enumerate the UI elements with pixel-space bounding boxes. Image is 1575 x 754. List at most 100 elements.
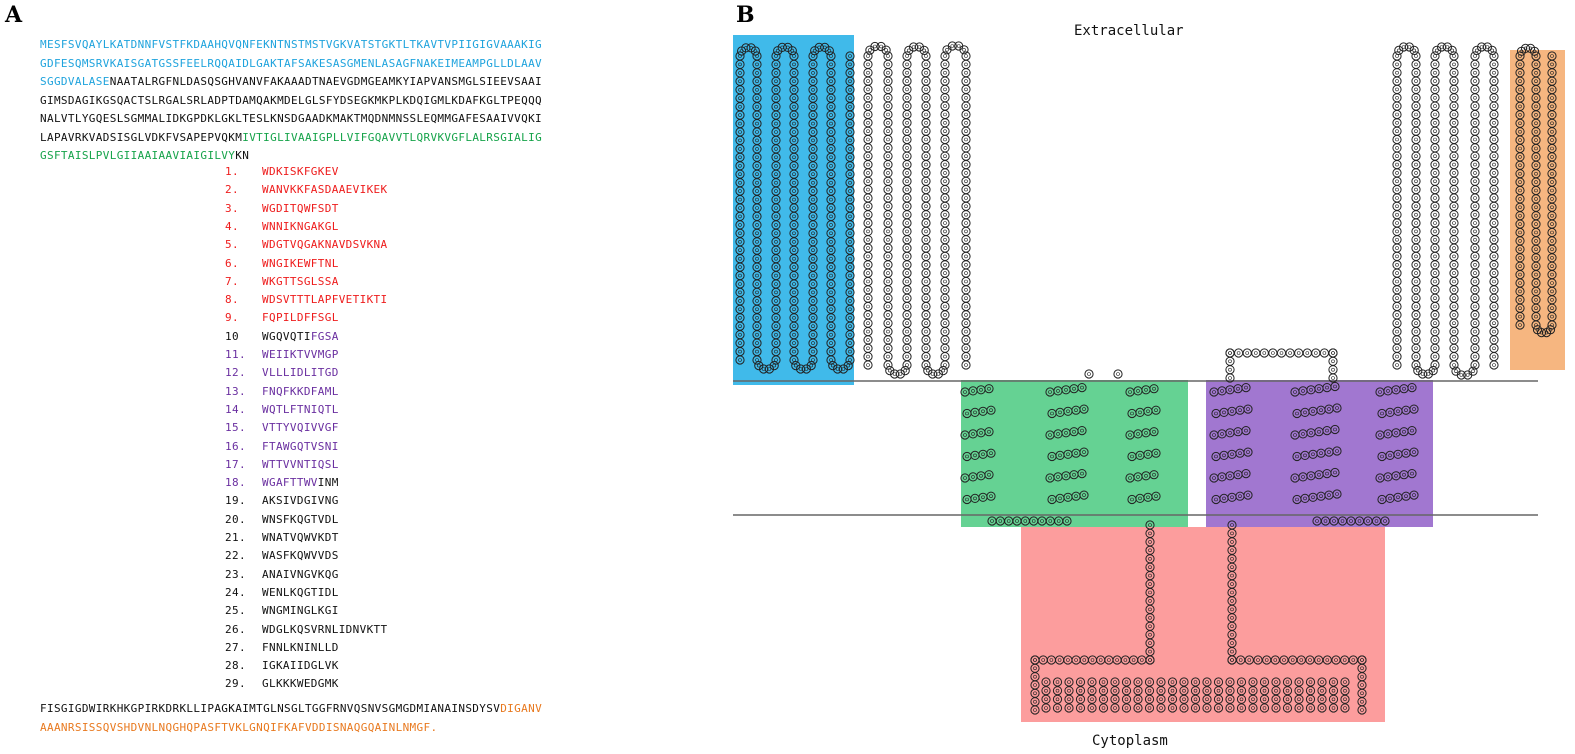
peptide-segment: WNNIKNGAKGL: [262, 219, 339, 233]
residue-bead-core: [1452, 137, 1456, 142]
peptide-sequence: VLLLIDLITGD: [262, 364, 339, 382]
residue-bead: [1121, 703, 1132, 713]
residue-bead: [940, 143, 950, 153]
residue-bead: [863, 59, 873, 70]
residue-bead-core: [1124, 706, 1129, 710]
residue-bead-core: [1414, 271, 1418, 275]
residue-bead-core: [1113, 706, 1117, 710]
residue-bead: [1225, 703, 1235, 713]
residue-bead: [1302, 348, 1312, 358]
residue-bead-core: [848, 104, 852, 109]
residue-bead: [1449, 310, 1459, 320]
residue-bead: [902, 84, 912, 95]
residue-bead: [961, 151, 971, 161]
residue-bead-core: [873, 44, 877, 49]
peptide-number: 6.: [225, 256, 239, 270]
residue-bead-core: [981, 452, 985, 457]
residue-bead-core: [1360, 683, 1364, 687]
residue-bead-core: [1214, 497, 1218, 502]
residue-bead-core: [905, 162, 909, 167]
residue-bead: [1489, 285, 1499, 295]
residue-bead: [1392, 352, 1402, 362]
residue-bead: [902, 151, 912, 161]
residue-bead-core: [907, 48, 911, 53]
residue-bead-core: [1282, 658, 1286, 662]
residue-bead-core: [1433, 187, 1437, 192]
residue-bead: [1430, 134, 1440, 145]
peptide-number: 17.: [225, 457, 246, 471]
residue-bead-core: [1214, 411, 1218, 416]
residue-bead: [940, 76, 950, 86]
residue-bead-core: [738, 273, 742, 278]
residue-bead: [1392, 285, 1402, 295]
residue-bead-core: [1238, 658, 1243, 662]
residue-bead-core: [1433, 137, 1437, 142]
peptide-sequence: WTTVVNTIQSL: [262, 456, 339, 474]
residue-bead-core: [811, 96, 815, 100]
residue-bead: [1407, 469, 1417, 479]
residue-bead-core: [1534, 180, 1538, 184]
residue-bead-core: [1414, 321, 1418, 326]
residue-bead-core: [792, 349, 796, 354]
residue-bead: [1520, 43, 1531, 54]
sequence-segment: NALVTLYGQESLSGMMALIDKGPDKLGKLTESLKNSDGAA…: [40, 112, 543, 125]
residue-bead-core: [1518, 197, 1522, 201]
residue-bead-core: [1230, 495, 1234, 500]
residue-bead-core: [1136, 680, 1140, 684]
residue-bead: [863, 268, 873, 278]
sequence-line: GSFTAISLPVLGIIAAIAAVIAIGILVYKN: [40, 147, 249, 165]
residue-bead: [1470, 268, 1480, 278]
residue-bead: [1328, 356, 1338, 366]
residue-bead-core: [964, 354, 968, 359]
residue-bead: [806, 361, 816, 371]
residue-bead-core: [1395, 221, 1399, 225]
residue-bead: [902, 285, 912, 295]
residue-bead-core: [1331, 697, 1336, 702]
residue-bead-core: [792, 290, 796, 295]
residue-bead-core: [1492, 287, 1496, 292]
residue-bead: [1430, 185, 1440, 195]
residue-bead-core: [1414, 187, 1418, 192]
residue-bead-core: [1492, 146, 1496, 150]
residue-bead: [1447, 45, 1457, 56]
residue-bead-core: [792, 231, 796, 236]
residue-bead: [921, 285, 931, 295]
residue-bead-core: [1414, 154, 1418, 158]
residue-bead-core: [973, 410, 977, 415]
residue-bead-core: [1331, 359, 1335, 364]
residue-bead-core: [848, 324, 852, 329]
residue-bead-core: [924, 54, 928, 58]
residue-bead-core: [1550, 87, 1554, 92]
residue-bead-core: [1518, 306, 1522, 311]
residue-bead: [902, 343, 912, 353]
residue-bead-core: [774, 138, 778, 143]
residue-bead-core: [755, 307, 759, 312]
residue-bead-core: [738, 248, 742, 252]
residue-bead-core: [943, 137, 947, 142]
residue-bead: [1470, 285, 1480, 295]
residue-bead-core: [905, 196, 909, 200]
residue-bead-core: [924, 279, 928, 284]
residue-bead-core: [886, 304, 890, 309]
residue-bead-core: [886, 112, 890, 117]
peptide-sequence: WDGLKQSVRNLIDNVKTT: [262, 621, 388, 639]
residue-bead-core: [1262, 697, 1267, 702]
residue-bead-core: [738, 332, 742, 337]
residue-bead-core: [964, 338, 968, 342]
residue-bead: [1332, 446, 1342, 456]
residue-bead: [933, 369, 943, 379]
residue-bead: [1489, 243, 1499, 253]
residue-bead-core: [868, 48, 872, 52]
residue-bead-core: [886, 246, 890, 250]
residue-bead: [961, 109, 971, 120]
residue-bead-core: [866, 246, 870, 250]
residue-bead-core: [1066, 409, 1070, 414]
residue-bead-core: [829, 147, 833, 151]
residue-bead-core: [829, 223, 833, 227]
residue-bead-core: [792, 197, 796, 202]
residue-bead-core: [1492, 54, 1496, 58]
residue-bead-core: [1473, 154, 1477, 158]
residue-bead: [902, 251, 912, 261]
residue-bead-core: [1395, 363, 1399, 367]
residue-bead-core: [811, 121, 815, 126]
